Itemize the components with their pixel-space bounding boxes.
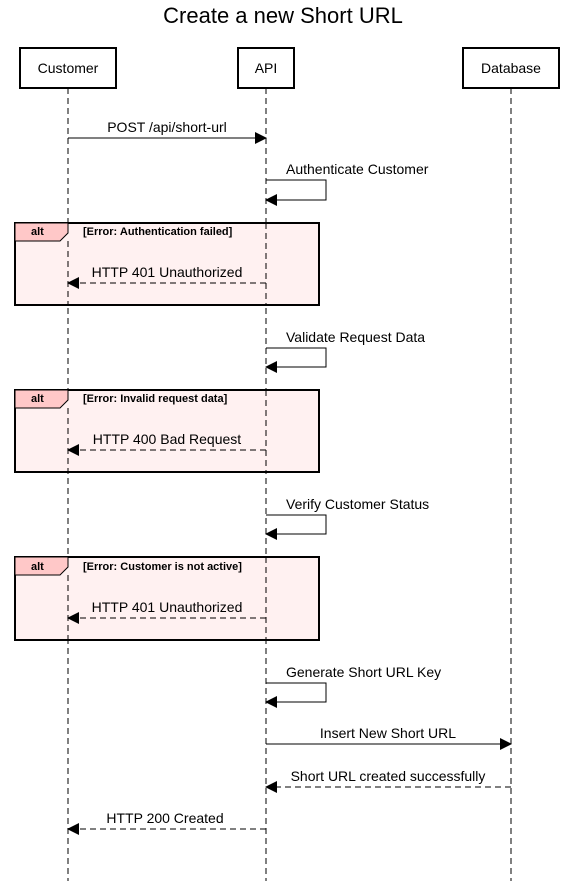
message-validate: Validate Request Data xyxy=(265,329,425,373)
alt-frame-customer-not-active: alt [Error: Customer is not active] HTTP… xyxy=(14,556,320,641)
alt-tag: alt xyxy=(31,561,44,573)
message-label: HTTP 401 Unauthorized xyxy=(92,264,243,280)
alt-condition: [Error: Invalid request data] xyxy=(83,393,228,405)
participant-database: Database xyxy=(462,47,560,89)
message-label: Verify Customer Status xyxy=(286,496,429,512)
message-post-short-url: POST /api/short-url xyxy=(68,119,267,144)
participant-label: Database xyxy=(481,60,541,76)
message-label: Validate Request Data xyxy=(286,329,425,345)
alt-tag: alt xyxy=(31,226,44,238)
alt-tag: alt xyxy=(31,393,44,405)
message-label: Generate Short URL Key xyxy=(286,664,441,680)
participant-label: API xyxy=(255,60,278,76)
alt-frame-auth-failed: alt [Error: Authentication failed] HTTP … xyxy=(14,222,320,306)
message-label: Insert New Short URL xyxy=(320,725,456,741)
diagram-title: Create a new Short URL xyxy=(163,3,403,28)
alt-frame-invalid-data: alt [Error: Invalid request data] HTTP 4… xyxy=(14,389,320,473)
message-label: Short URL created successfully xyxy=(291,768,486,784)
participant-label: Customer xyxy=(38,60,99,76)
alt-condition: [Error: Customer is not active] xyxy=(83,561,242,573)
participant-customer: Customer xyxy=(19,47,117,89)
message-label: Authenticate Customer xyxy=(286,161,429,177)
message-label: HTTP 401 Unauthorized xyxy=(92,599,243,615)
message-authenticate: Authenticate Customer xyxy=(265,161,429,206)
message-label: HTTP 200 Created xyxy=(106,810,223,826)
alt-condition: [Error: Authentication failed] xyxy=(83,226,233,238)
message-verify: Verify Customer Status xyxy=(265,496,429,540)
message-label: HTTP 400 Bad Request xyxy=(93,431,241,447)
message-http-200: HTTP 200 Created xyxy=(67,810,266,835)
message-generate-key: Generate Short URL Key xyxy=(265,664,441,708)
message-created-success: Short URL created successfully xyxy=(265,768,511,793)
message-insert: Insert New Short URL xyxy=(266,725,512,750)
participant-api: API xyxy=(237,47,295,89)
message-label: POST /api/short-url xyxy=(107,119,227,135)
